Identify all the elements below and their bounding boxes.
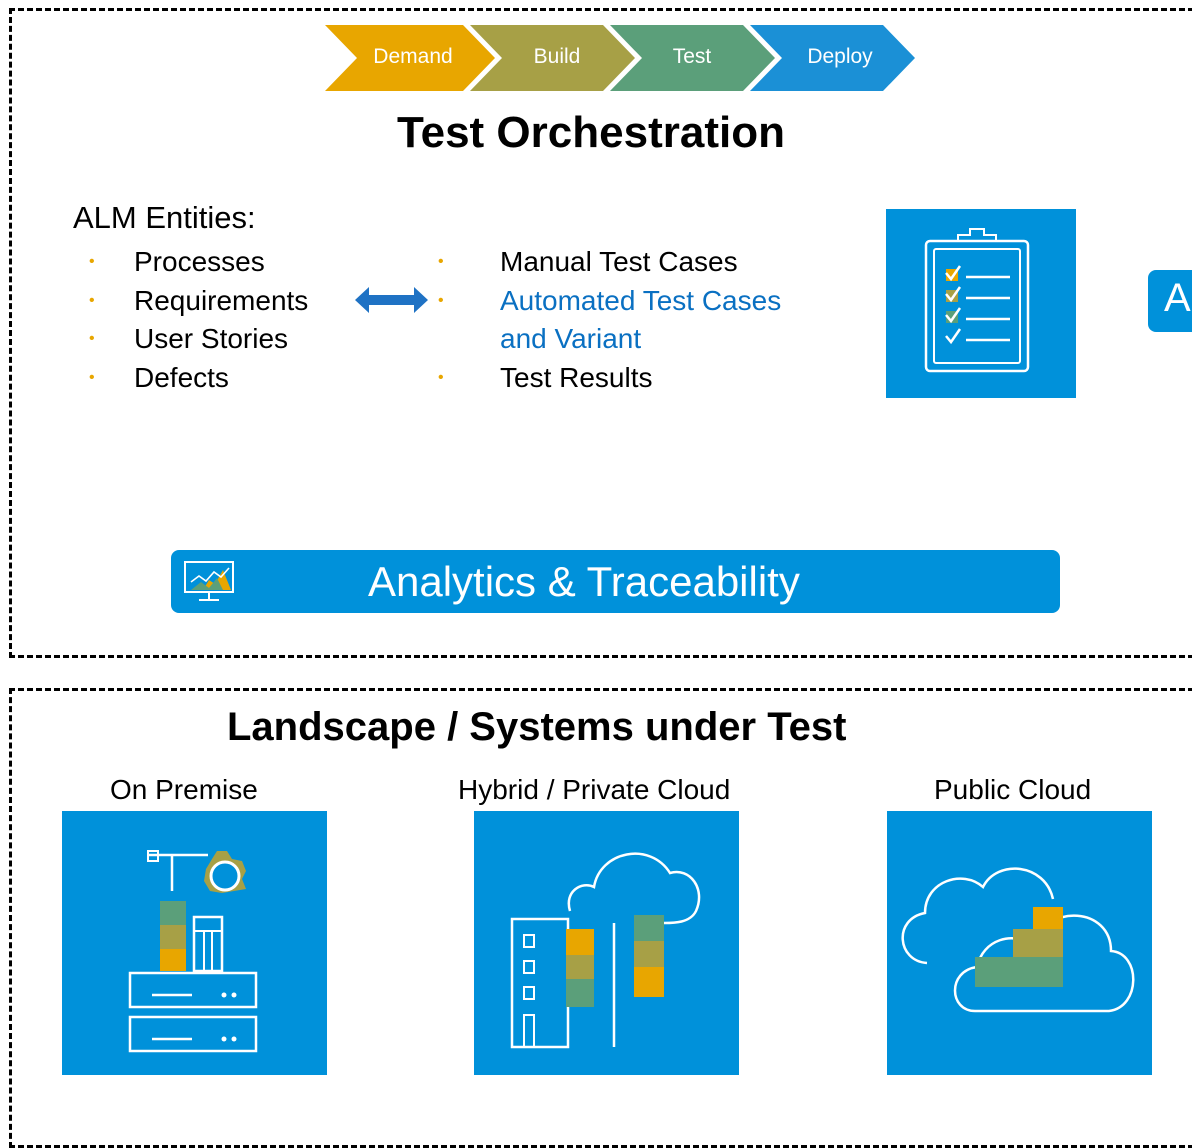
list-item: • User Stories (89, 320, 308, 359)
test-cases-list: • Manual Test Cases • Automated Test Cases… (438, 243, 782, 398)
phase-chevrons: Demand Build Test Deploy (325, 25, 925, 91)
phase-chevrons-graphic (325, 25, 915, 91)
test-item-manual: Manual Test Cases (500, 246, 738, 277)
system-label-public: Public Cloud (934, 774, 1092, 805)
chevron-label-build: Build (533, 45, 581, 68)
on-premise-server-icon (128, 850, 258, 1053)
chevron-build (470, 25, 635, 91)
alm-item-requirements: Requirements (134, 284, 309, 316)
orchestration-title: Test Orchestration (397, 108, 785, 157)
public-cloud-icon (901, 867, 1135, 1013)
bullet-icon: • (89, 253, 95, 270)
list-item: • Defects (89, 359, 308, 398)
alm-item-processes: Processes (134, 246, 265, 277)
test-item-automated: Automated Test Cases (500, 284, 782, 316)
alm-item-defects: Defects (134, 361, 229, 393)
chevron-demand (325, 25, 495, 91)
test-item-variant: and Variant (500, 323, 642, 354)
list-item: • Processes (89, 243, 308, 282)
test-item-results: Test Results (500, 361, 653, 393)
list-item: • Manual Test Cases (438, 243, 781, 282)
clipboard-checklist-icon (924, 228, 1030, 373)
bullet-icon: • (438, 368, 444, 386)
clipboard-tile (886, 209, 1076, 398)
alm-entities-heading: ALM Entities: (73, 200, 256, 235)
chevron-label-test: Test (672, 45, 712, 68)
analytics-traceability-bar: Analytics & Traceability (171, 550, 1060, 613)
analytics-label: Analytics & Traceability (368, 558, 800, 605)
on-premise-tile (62, 811, 327, 1075)
chevron-label-demand: Demand (373, 45, 453, 68)
list-item: • Automated Test Cases (438, 282, 782, 321)
bullet-icon: • (89, 368, 95, 386)
hybrid-cloud-tile (474, 811, 739, 1075)
side-badge-label: A (1164, 276, 1191, 320)
system-label-on-premise: On Premise (110, 774, 258, 805)
system-label-hybrid: Hybrid / Private Cloud (458, 774, 731, 805)
test-orchestration-region (9, 8, 1192, 658)
bidirectional-arrow-icon (355, 287, 428, 313)
public-cloud-tile (887, 811, 1152, 1075)
bullet-icon: • (438, 253, 444, 270)
alm-item-user-stories: User Stories (134, 323, 289, 354)
bullet-icon: • (89, 291, 95, 309)
chevron-test (610, 25, 775, 91)
landscape-title: Landscape / Systems under Test (227, 705, 847, 749)
bullet-icon: • (89, 330, 95, 347)
list-item: • Requirements (89, 282, 309, 321)
list-item: and Variant (500, 320, 781, 359)
bullet-icon: • (438, 291, 444, 309)
side-badge: A (1148, 270, 1192, 332)
alm-entities-list: • Processes • Requirements • User Stories •… (89, 243, 309, 398)
chevron-deploy (750, 25, 915, 91)
hybrid-cloud-building-icon (510, 852, 701, 1049)
analytics-monitor-icon (184, 561, 234, 601)
chevron-label-deploy: Deploy (807, 45, 873, 68)
list-item: • Test Results (438, 359, 781, 398)
